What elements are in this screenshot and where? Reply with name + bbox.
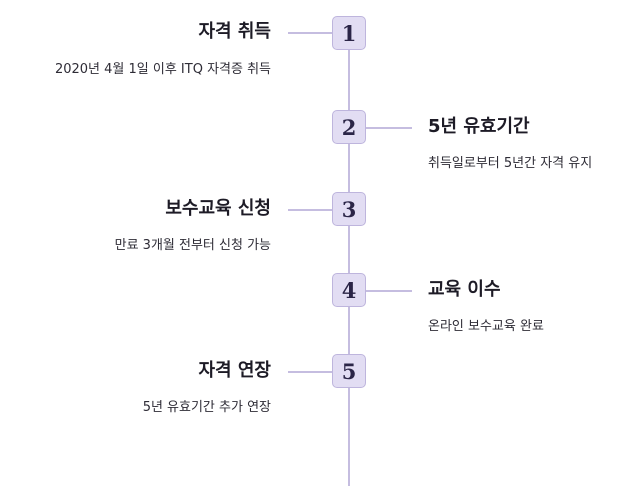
step-2-connector	[366, 127, 412, 129]
step-3-title: 보수교육 신청	[165, 198, 271, 219]
step-4-description: 온라인 보수교육 완료	[428, 319, 544, 334]
step-2-title: 5년 유효기간	[428, 116, 530, 137]
step-3-connector	[288, 209, 333, 211]
step-1-number-box: 1	[332, 16, 366, 50]
step-1-connector	[288, 32, 333, 34]
step-4-number-box: 4	[332, 273, 366, 307]
step-5-description: 5년 유효기간 추가 연장	[142, 400, 271, 415]
step-1-description: 2020년 4월 1일 이후 ITQ 자격증 취득	[54, 62, 271, 77]
step-3-description: 만료 3개월 전부터 신청 가능	[114, 238, 271, 253]
step-2-description: 취득일로부터 5년간 자격 유지	[428, 156, 593, 171]
step-4-connector	[366, 290, 412, 292]
step-1-title: 자격 취득	[198, 21, 271, 42]
timeline-spine	[348, 34, 350, 486]
step-2-number-box: 2	[332, 110, 366, 144]
step-5-title: 자격 연장	[198, 360, 271, 381]
step-4-title: 교육 이수	[428, 279, 501, 300]
step-5-number-box: 5	[332, 354, 366, 388]
step-5-connector	[288, 371, 333, 373]
step-3-number-box: 3	[332, 192, 366, 226]
